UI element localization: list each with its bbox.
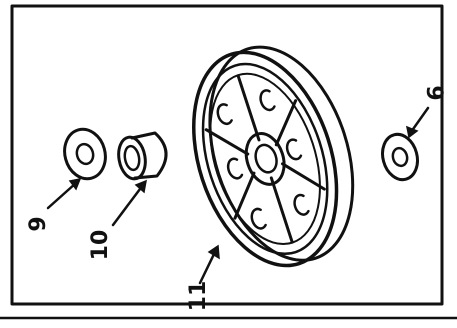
pulley-hub [244,132,286,186]
pulley-holes [216,89,310,230]
callout-washer-right: 9 [421,85,446,100]
arrow-bushing [111,179,147,227]
arrow-washer-left [46,177,82,210]
arrow-washer-right [405,106,430,139]
leader-arrows [46,106,430,285]
callout-bushing: 10 [88,230,113,261]
callout-labels: 9 10 11 9 [26,85,446,311]
figure-frame [0,4,457,320]
bushing [117,131,168,181]
washer-right [381,132,419,182]
arrow-pulley [198,244,220,285]
callout-washer-left: 9 [26,216,51,231]
callout-pulley: 11 [186,281,211,312]
pulley-spokes [204,74,326,244]
washer-left [63,127,107,181]
pulley-wheel [192,45,355,268]
